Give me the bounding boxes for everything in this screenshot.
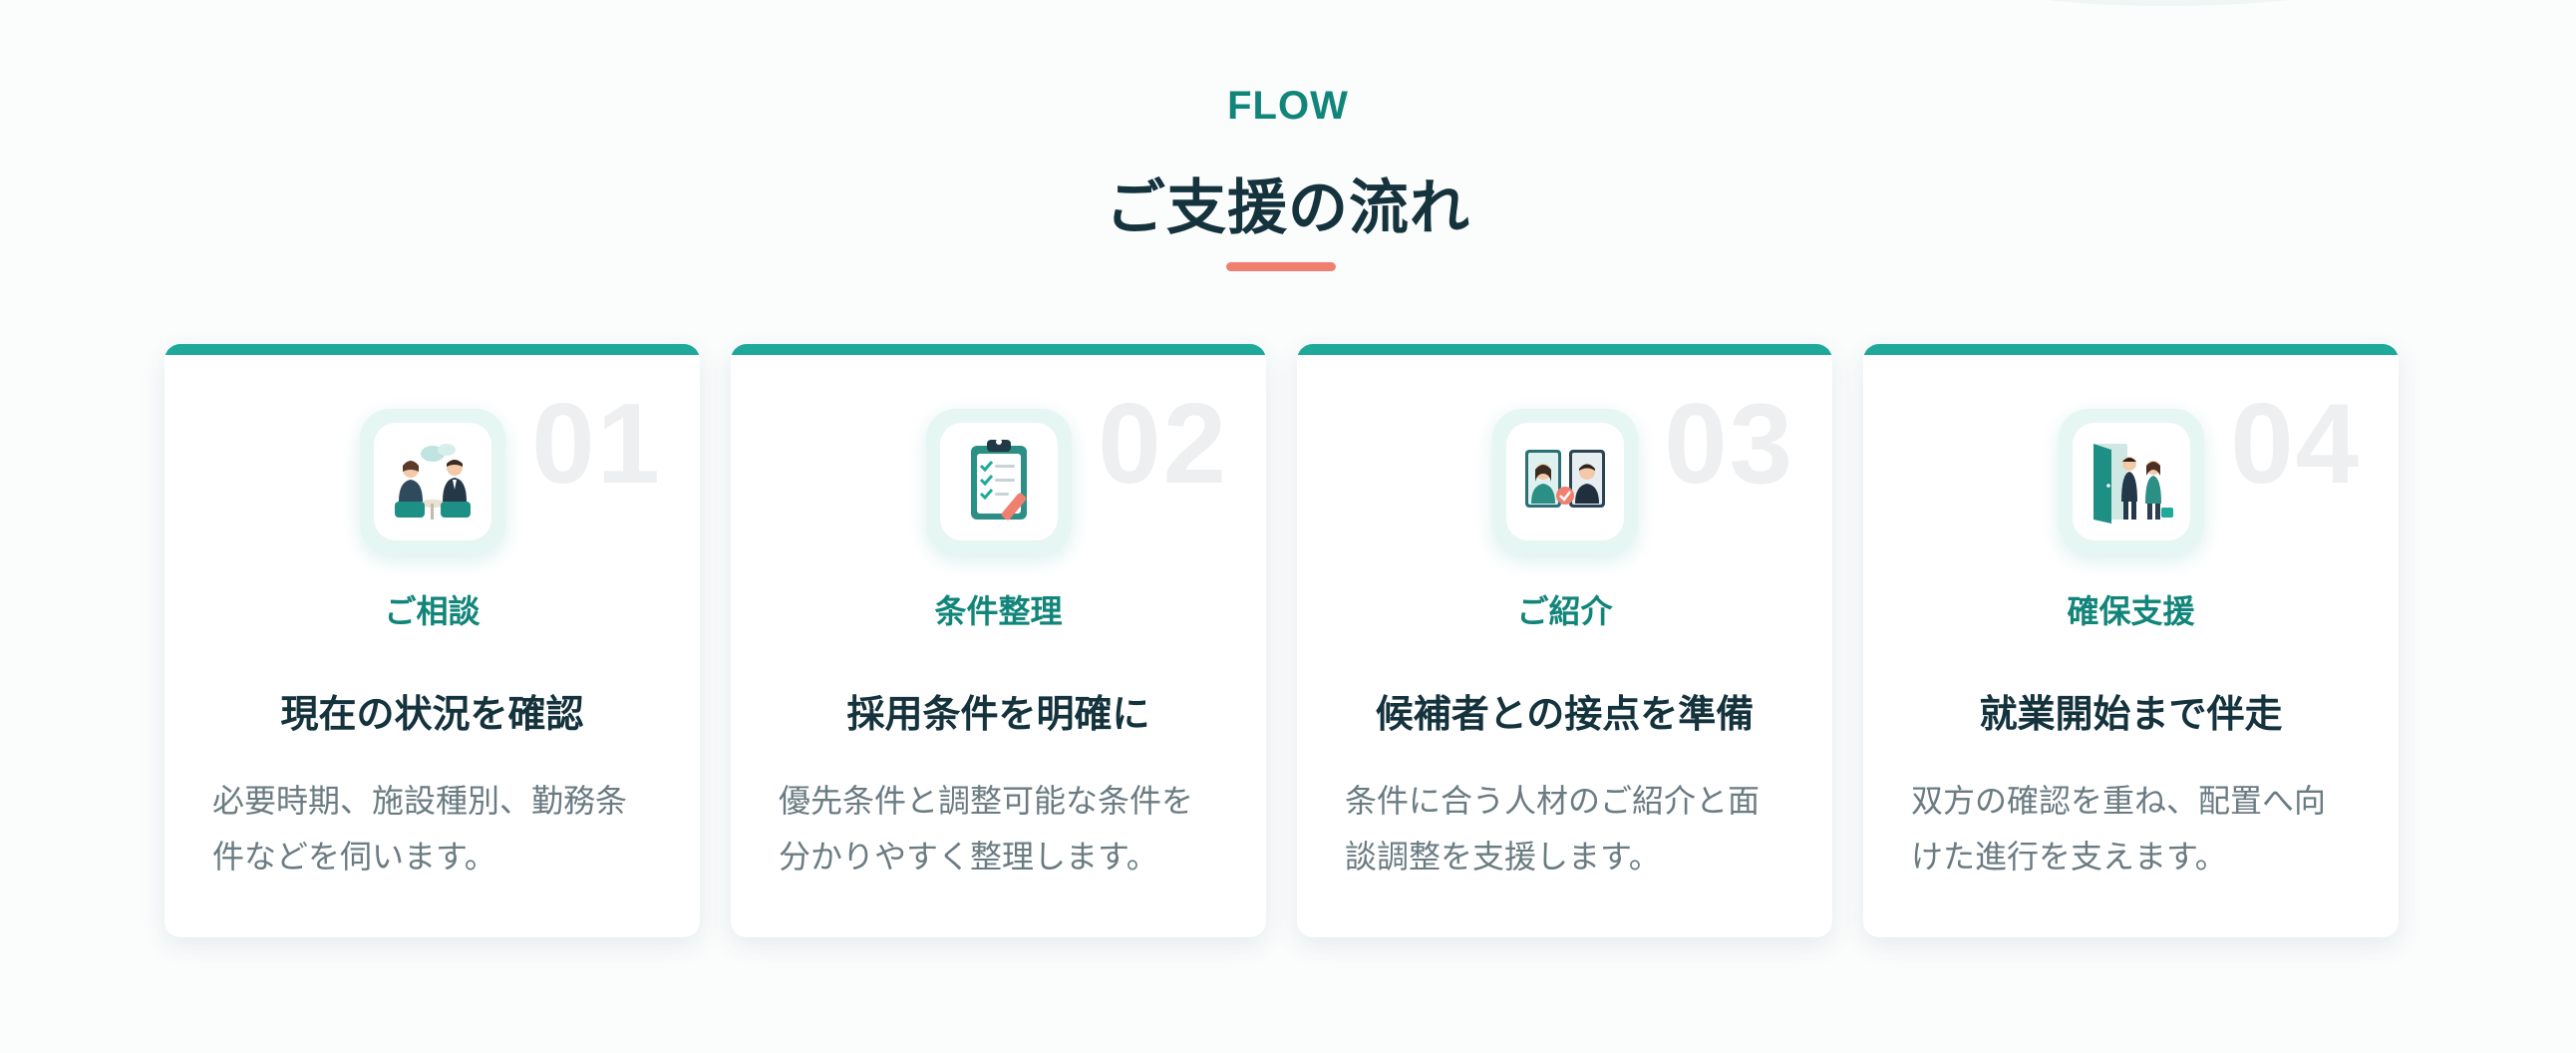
step-description: 優先条件と調整可能な条件を分かりやすく整理します。 xyxy=(779,782,1194,876)
step-number: 03 xyxy=(1664,381,1794,508)
step-label: ご相談 xyxy=(384,592,481,630)
step-label: 条件整理 xyxy=(934,592,1063,630)
step-heading: 採用条件を明確に xyxy=(846,692,1150,736)
title-underline xyxy=(1226,262,1336,271)
step-heading: 現在の状況を確認 xyxy=(280,692,584,736)
step-label: ご紹介 xyxy=(1516,592,1613,630)
onboarding-door-icon xyxy=(2059,409,2204,554)
card-top-bar xyxy=(1863,344,2399,355)
step-number: 04 xyxy=(2230,381,2361,508)
step-card-03: 03 ご紹介 候補者との接点を準備 xyxy=(1297,344,1832,937)
step-description: 双方の確認を重ね、配置へ向けた進行を支えます。 xyxy=(1911,782,2327,876)
card-top-bar xyxy=(164,344,700,355)
card-top-bar xyxy=(731,344,1266,355)
card-top-bar xyxy=(1297,344,1832,355)
section-eyebrow: FLOW xyxy=(1227,84,1349,128)
step-description: 条件に合う人材のご紹介と面談調整を支援します。 xyxy=(1345,782,1761,876)
consultation-meeting-icon xyxy=(360,409,505,554)
step-heading: 候補者との接点を準備 xyxy=(1375,692,1755,736)
step-number: 01 xyxy=(531,381,662,508)
clipboard-checklist-icon xyxy=(926,409,1072,554)
step-heading: 就業開始まで伴走 xyxy=(1979,692,2283,736)
step-number: 02 xyxy=(1098,381,1228,508)
decorative-blob xyxy=(1988,0,2347,6)
candidate-profiles-icon xyxy=(1492,409,1638,554)
step-label: 確保支援 xyxy=(2067,592,2195,630)
flow-steps: 01 ご相談 xyxy=(164,344,2399,937)
step-card-04: 04 xyxy=(1863,344,2399,937)
step-description: 必要時期、施設種別、勤務条件などを伺います。 xyxy=(212,782,628,876)
section-title: ご支援の流れ xyxy=(1106,174,1470,243)
step-card-02: 02 条件整理 採用条件を明確に 優先条件と調整可 xyxy=(731,344,1266,937)
step-card-01: 01 ご相談 xyxy=(164,344,700,937)
